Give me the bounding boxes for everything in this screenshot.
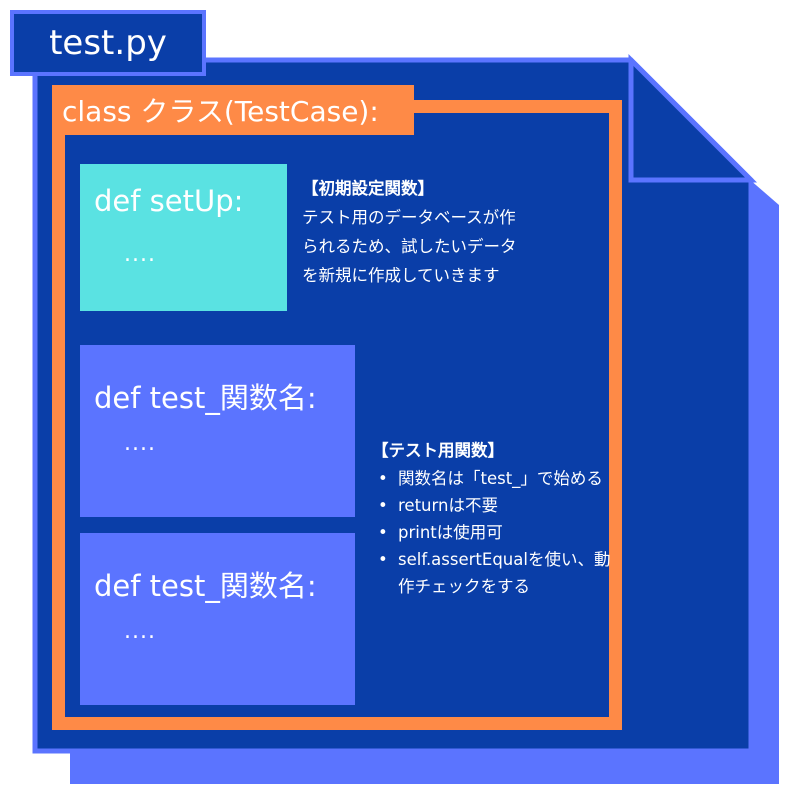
test-method-body-dots: .... [124, 619, 156, 644]
setup-method-block: def setUp: .... [80, 164, 287, 311]
class-definition-label: class クラス(TestCase): [52, 85, 414, 135]
file-name: test.py [49, 23, 167, 63]
class-definition-text: class クラス(TestCase): [62, 95, 379, 128]
setup-description: 【初期設定関数】 テスト用のデータベースが作 られるため、試したいデータ を新規… [302, 174, 602, 290]
setup-body-dots: .... [124, 242, 156, 267]
setup-def-label: def setUp: [94, 184, 244, 218]
setup-description-line: テスト用のデータベースが作 [302, 208, 516, 227]
file-name-tab: test.py [10, 10, 206, 76]
test-description-item: printは使用可 [372, 519, 612, 546]
test-method-body-dots: .... [124, 431, 156, 456]
setup-description-title: 【初期設定関数】 [302, 179, 434, 198]
test-method-def-label: def test_関数名: [94, 381, 317, 415]
test-description-list: 関数名は「test_」で始める returnは不要 printは使用可 self… [372, 465, 612, 600]
class-frame [52, 100, 622, 730]
setup-description-line: を新規に作成していきます [302, 266, 500, 285]
test-description-item: self.assertEqualを使い、動作チェックをする [372, 546, 612, 600]
test-method-block: def test_関数名: .... [80, 533, 355, 705]
document-folded-corner [628, 53, 758, 183]
test-description-title: 【テスト用関数】 [372, 441, 504, 460]
test-method-def-label: def test_関数名: [94, 569, 317, 603]
test-description-item: 関数名は「test_」で始める [372, 465, 612, 492]
test-method-block: def test_関数名: .... [80, 345, 355, 517]
test-method-description: 【テスト用関数】 関数名は「test_」で始める returnは不要 print… [372, 436, 612, 600]
test-description-item: returnは不要 [372, 492, 612, 519]
setup-description-line: られるため、試したいデータ [302, 237, 517, 256]
